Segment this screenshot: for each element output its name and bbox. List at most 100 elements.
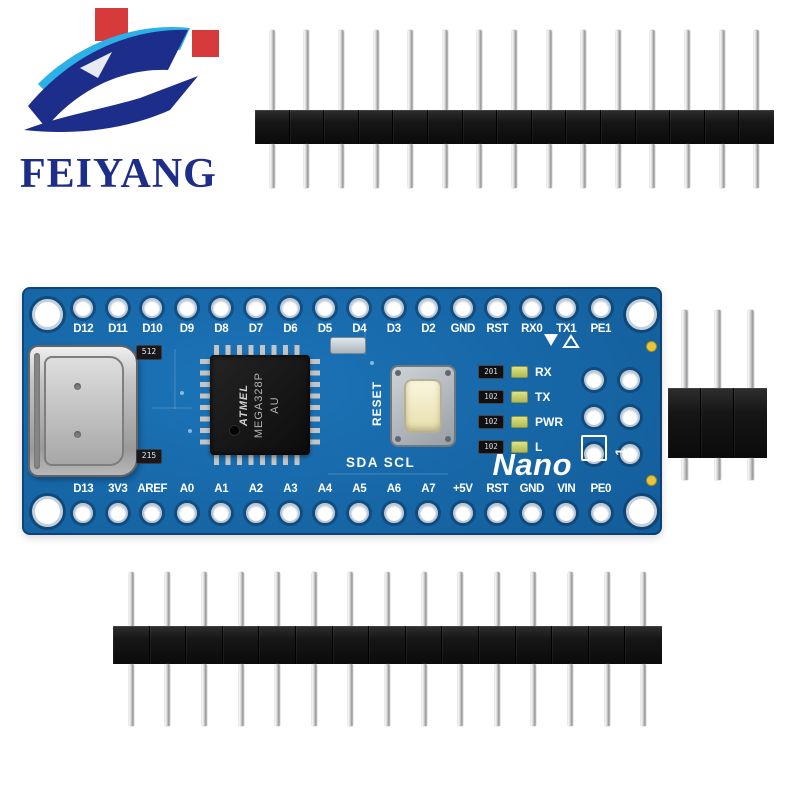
led-row: 201 RX (478, 365, 563, 379)
header-pin-unit (222, 572, 260, 726)
pin-long (269, 30, 275, 110)
pin-label: A0 (179, 483, 194, 495)
pin-short (128, 664, 134, 726)
pin-label: D6 (283, 323, 298, 335)
through-hole (73, 503, 94, 523)
pin-short (511, 144, 517, 188)
mounting-hole (32, 496, 63, 527)
hole-cell (342, 503, 377, 523)
header-pin-unit (734, 310, 767, 480)
pin-short (719, 144, 725, 188)
pin-label: D2 (421, 323, 436, 335)
pin-plastic-block (259, 626, 296, 664)
hole-cell (66, 298, 101, 318)
through-hole (452, 503, 473, 523)
feiyang-logo-graphic (24, 8, 219, 132)
reset-button (390, 365, 456, 447)
hole-cell (549, 298, 584, 318)
pin-labels-top: D12 D11 D10 D9 D8 D7 D6 D5 D4 D3 D2 (66, 323, 618, 335)
chip-legs (214, 345, 306, 355)
reset-silkscreen: RESET (370, 367, 384, 441)
pin-short (408, 144, 414, 188)
led-label: RX (535, 365, 552, 379)
pin-short (458, 664, 464, 726)
pin-long (408, 30, 414, 110)
through-hole (142, 503, 163, 523)
pin-plastic-block (369, 626, 406, 664)
through-hole (556, 503, 577, 523)
pin-plastic-block (478, 626, 516, 664)
pin-label: D5 (317, 323, 332, 335)
pin-plastic-block (255, 110, 290, 144)
header-pin-unit (478, 572, 516, 726)
led-label: L (535, 440, 543, 454)
through-hole (176, 298, 197, 318)
pin-short (531, 664, 537, 726)
pin-short (581, 144, 587, 188)
led-row: 102 L (478, 440, 563, 454)
pin-header-top (255, 30, 774, 188)
mounting-hole (32, 299, 63, 330)
usb-opening-lip (34, 353, 40, 469)
hole-cell (101, 298, 136, 318)
pin-short (494, 664, 500, 726)
pin-short (615, 144, 621, 188)
through-hole (280, 503, 301, 523)
pin-plastic-block (588, 626, 626, 664)
hole-cell (273, 298, 308, 318)
pcb-via (180, 391, 184, 395)
hole-cell (308, 298, 343, 318)
pin-plastic-block (149, 626, 187, 664)
led-chip (511, 366, 528, 378)
chip-pin1-dimple (230, 426, 239, 435)
through-hole (176, 503, 197, 523)
usb-weld-dot (74, 431, 81, 438)
usb-shell-stamp (44, 356, 124, 466)
through-hole (487, 298, 508, 318)
through-hole (142, 298, 163, 318)
icsp-hole-grid (584, 370, 640, 464)
pin-label: D11 (108, 323, 128, 335)
pin-long (128, 572, 134, 626)
logo-navy-chevron (24, 76, 198, 132)
pin-plastic-block (552, 626, 589, 664)
pin-long (747, 310, 754, 388)
pin-short (477, 144, 483, 188)
chip-marking: ATMEL MEGA328P AU (210, 355, 310, 455)
pin-label: A4 (317, 483, 332, 495)
header-pin-unit (670, 30, 705, 188)
i2c-silkscreen: SDA SCL (346, 455, 416, 470)
pin-label: PE1 (590, 323, 612, 335)
pin-plastic-block (515, 626, 553, 664)
through-hole (245, 298, 266, 318)
through-hole (107, 503, 128, 523)
chip-brand: ATMEL (237, 383, 250, 427)
hole-cell (342, 298, 377, 318)
pin-plastic-block (324, 110, 359, 144)
pin-plastic-block (600, 110, 636, 144)
pin-plastic-block (358, 110, 394, 144)
pin-long (531, 572, 537, 626)
pin-long (338, 30, 344, 110)
through-hole (487, 503, 508, 523)
pin-long (311, 572, 317, 626)
through-hole (620, 370, 640, 390)
through-hole (280, 298, 301, 318)
hole-cell (135, 298, 170, 318)
hole-cell (584, 503, 619, 523)
pin1-marker-box (581, 435, 607, 461)
pin-plastic-block (734, 388, 767, 458)
through-hole (383, 298, 404, 318)
board-model-label: Nano (492, 447, 572, 482)
pin-long (604, 572, 610, 626)
hole-cell (377, 503, 412, 523)
header-pin-unit (600, 30, 636, 188)
pin-label: AREF (137, 483, 168, 495)
header-pin-unit (531, 30, 567, 188)
pin1-marker-number: 1 (612, 443, 628, 461)
smd-resistor: 102 (478, 415, 504, 429)
pin-long (684, 30, 690, 110)
pin-short (641, 664, 647, 726)
chip-body (210, 355, 310, 455)
pcb-via (370, 361, 374, 365)
